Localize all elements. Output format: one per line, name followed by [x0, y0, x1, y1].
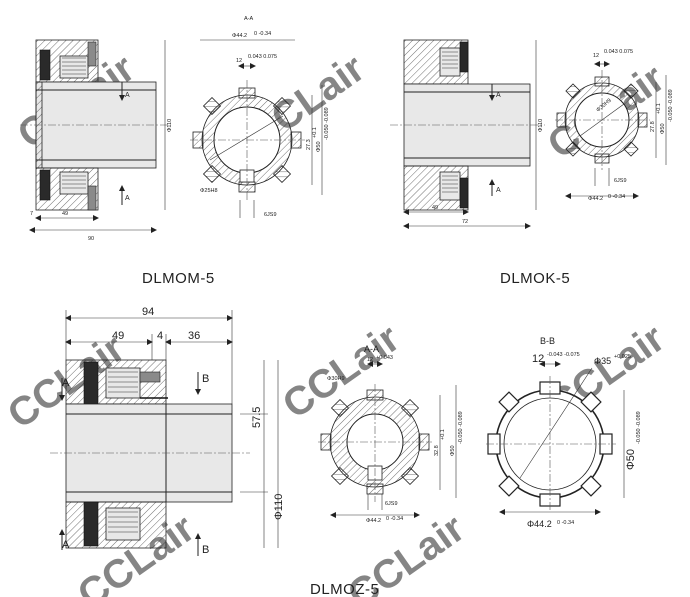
dlmoz-aa-keyway: 32.8 [434, 445, 440, 456]
dlmom-section-aa: A-A Φ44.2 0 -0.34 12 0.043 0.075 27.3 +0… [190, 16, 330, 218]
caption-dlmom: DLMOM-5 [142, 270, 215, 287]
dlmom-len-7: 7 [30, 211, 33, 217]
dlmoz-len-49: 49 [112, 330, 124, 342]
dlmom-side-view: A A Φ110 49 7 90 [20, 39, 173, 242]
dlmoz-bb-bottom-tol: 0 -0.34 [557, 520, 574, 526]
dlmok-sec-a-bottom: A [496, 187, 501, 194]
dlmoz-sec-b-bottom: B [202, 544, 209, 556]
dlmoz-aa-inner-tol: -0.050 -0.089 [458, 411, 464, 444]
dlmok-bore-tol: 0 -0.34 [608, 194, 625, 200]
dlmoz-aa-bore-tol: 0 -0.34 [386, 516, 403, 522]
dlmoz-bb-bottom-dia: Φ44.2 [527, 519, 552, 529]
dlmoz-section-aa: A-A 12 +0.043 Φ30H9 32.8 +0.1 Φ50 -0.050… [318, 344, 464, 524]
dlmoz-bb-bore-dia: Φ35 [594, 356, 611, 366]
dlmoz-bb-key: 12 [532, 353, 544, 365]
dlmok-sec-a-top: A [496, 92, 501, 99]
dlmok-side-view: A A Φ110 49 72 [390, 39, 545, 229]
dlmok-inner-dia: Φ50 [660, 123, 666, 134]
dlmom-slot: 6JS9 [264, 212, 277, 218]
dlmom-len-49: 49 [62, 211, 68, 217]
dlmoz-aa-bore-label: Φ30H9 [327, 376, 345, 382]
dlmoz-aa-label: A-A [364, 344, 379, 354]
dlmoz-bb-bore-tol: +0.025 [614, 354, 631, 360]
dlmoz-len-4: 4 [157, 330, 163, 342]
dlmoz-bb-key-tol: -0.043 -0.075 [547, 352, 580, 358]
dlmok-keyway-tol: +0.1 [656, 103, 662, 114]
dlmoz-aa-inner-dia: Φ50 [450, 445, 456, 456]
dlmom-len-90: 90 [88, 236, 94, 242]
dlmok-section: Φ30H9 12 0.043 0.075 27.8 +0.1 Φ50 -0.05… [555, 49, 674, 202]
dlmoz-bb-outer-dia: Φ50 [625, 449, 637, 470]
dlmok-key-tol: 0.043 0.075 [604, 49, 633, 55]
dlmoz-aa-bore-dim: Φ44.2 [366, 518, 381, 524]
dlmok-key-dim: 12 [593, 53, 599, 59]
dlmoz-len-36: 36 [188, 330, 200, 342]
dlmoz-aa-keyway-tol: +0.1 [440, 429, 446, 440]
caption-dlmok: DLMOK-5 [500, 270, 570, 287]
dlmom-section-label: A-A [244, 16, 254, 22]
dlmom-inner-dia: Φ50 [316, 141, 322, 152]
dlmok-bore-dim: Φ44.2 [588, 196, 603, 202]
dlmom-keyway-tol: +0.1 [312, 127, 318, 138]
dlmoz-sec-a-top: A [62, 377, 70, 389]
caption-dlmoz: DLMOZ-5 [310, 581, 379, 597]
dlmok-len-72: 72 [462, 219, 468, 225]
dlmoz-bb-label: B-B [540, 336, 555, 346]
dlmoz-dia-110: Φ110 [273, 494, 285, 520]
dlmom-bore-tol: 0 -0.34 [254, 31, 271, 37]
dlmoz-aa-slot: 6JS9 [385, 501, 398, 507]
dlmoz-len-94: 94 [142, 306, 154, 318]
dlmom-key-dim: 12 [236, 58, 242, 64]
dlmoz-section-bb: B-B 12 -0.043 -0.075 Φ35 +0.025 Φ50 -0.0… [486, 336, 642, 529]
dlmom-sec-a-top: A [125, 92, 130, 99]
dlmom-sec-a-bottom: A [125, 195, 130, 202]
dlmoz-side-view: A A B B 94 49 4 36 57.5 Φ110 [50, 306, 285, 556]
dlmok-len-49: 49 [432, 205, 438, 211]
dlmom-bore-dim: Φ44.2 [232, 33, 247, 39]
dlmok-keyway-dim: 27.8 [650, 121, 656, 132]
dlmoz-bb-outer-tol: -0.050 -0.089 [636, 411, 642, 444]
dlmoz-sec-a-bottom: A [62, 539, 70, 551]
dlmom-key-tol: 0.043 0.075 [248, 54, 277, 60]
dlmom-outer-dia: Φ110 [167, 119, 173, 132]
dlmom-keyway-dim: 27.3 [306, 139, 312, 150]
dlmoz-aa-key: 12 [367, 357, 373, 363]
dlmok-slot: 6JS9 [614, 178, 627, 184]
dlmok-outer-dia: Φ110 [538, 119, 544, 132]
dlmoz-sec-b-top: B [202, 373, 209, 385]
dlmok-inner-tol: -0.050 -0.089 [668, 89, 674, 122]
dlmom-inner-tol: -0.050 -0.089 [324, 107, 330, 140]
dlmoz-dia-575: 57.5 [251, 407, 263, 428]
dlmoz-aa-key-tol: +0.043 [376, 355, 393, 361]
dlmom-shaft-dia: Φ25H8 [200, 188, 218, 194]
